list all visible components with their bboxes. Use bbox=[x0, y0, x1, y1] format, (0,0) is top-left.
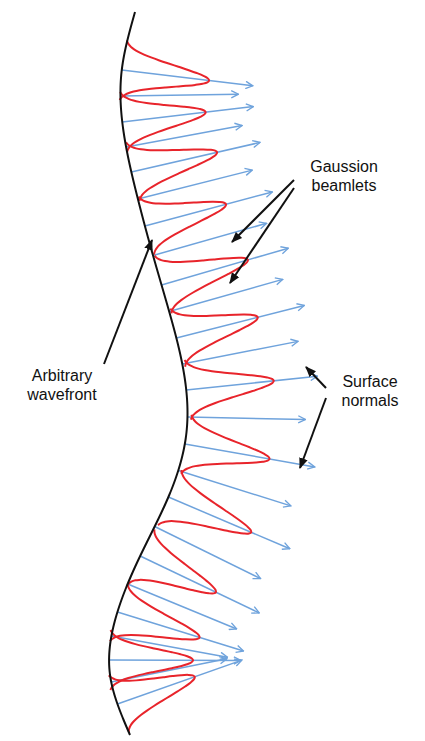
gaussian-beamlet bbox=[181, 415, 269, 474]
surface-normal-arrow bbox=[169, 279, 283, 311]
leader-arrow bbox=[306, 367, 326, 388]
surface-normal-arrow bbox=[140, 556, 259, 613]
leader-arrow bbox=[300, 398, 326, 468]
surface-normal-arrow bbox=[128, 584, 237, 629]
gaussian-beamlet bbox=[185, 360, 274, 420]
gaussian-beamlet bbox=[120, 92, 206, 152]
callout-label: Surface normals bbox=[328, 372, 412, 410]
gaussian-beamlet bbox=[139, 197, 227, 255]
gaussian-beamlet bbox=[170, 309, 257, 367]
callout-label: Gaussion beamlets bbox=[298, 157, 390, 195]
surface-normal-arrow bbox=[120, 94, 238, 96]
surface-normal-arrow bbox=[153, 223, 267, 255]
surface-normal-arrow bbox=[187, 417, 305, 419]
surface-normal-arrow bbox=[182, 341, 298, 364]
surface-normal-arrow bbox=[131, 142, 260, 172]
surface-normal-arrow bbox=[176, 305, 304, 338]
callout-label: Arbitrary wavefront bbox=[14, 366, 110, 404]
surface-normal-arrow bbox=[186, 376, 317, 390]
arbitrary-wavefront bbox=[109, 12, 187, 735]
gaussian-beamlet bbox=[155, 256, 248, 314]
surface-normal-arrow bbox=[122, 70, 253, 86]
gaussian-beamlet bbox=[158, 470, 251, 534]
surface-normal-arrow bbox=[111, 636, 227, 657]
gaussian-beamlet bbox=[120, 40, 209, 100]
gaussian-beamlet bbox=[128, 530, 216, 594]
gaussian-beamlet bbox=[126, 142, 217, 200]
leader-arrow bbox=[230, 188, 294, 283]
gaussian-beamlet bbox=[109, 675, 195, 732]
surface-normal-arrow bbox=[126, 125, 242, 147]
surface-normal-arrow bbox=[122, 107, 253, 122]
leader-arrow bbox=[104, 240, 152, 364]
surface-normal-arrow bbox=[162, 248, 289, 285]
